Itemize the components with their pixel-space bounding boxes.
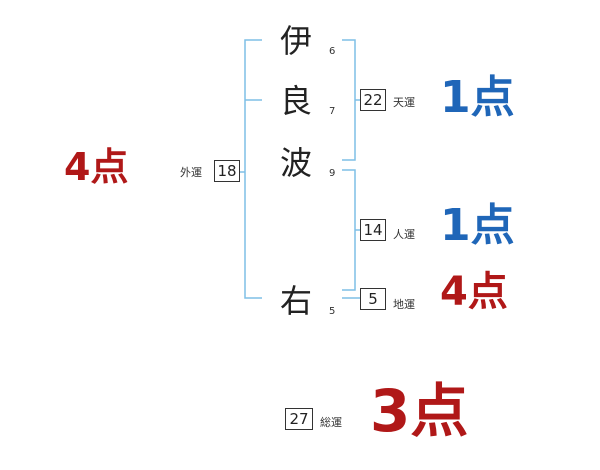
name-char-1: 伊 <box>279 22 312 60</box>
name-char-2: 良 <box>279 82 312 120</box>
gaiun-label: 外運 <box>180 166 202 179</box>
chiun-value-box: 5 <box>360 288 386 310</box>
right-bracket-jin <box>342 169 356 291</box>
left-bracket <box>244 39 262 299</box>
souun-value-box: 27 <box>285 408 313 430</box>
gaiun-score: 4点 <box>64 145 129 189</box>
souun-label: 総運 <box>320 416 342 429</box>
gaiun-value-box: 18 <box>214 160 240 182</box>
chiun-label: 地運 <box>393 298 415 311</box>
stroke-count-3: 9 <box>329 168 336 179</box>
stroke-count-4: 5 <box>329 306 336 317</box>
jinun-value-box: 14 <box>360 219 386 241</box>
tenun-label: 天運 <box>393 96 415 109</box>
name-char-3: 波 <box>279 144 312 182</box>
jinun-label: 人運 <box>393 228 415 241</box>
right-bracket-ten <box>342 39 356 161</box>
souun-score: 3点 <box>370 377 469 445</box>
stroke-count-1: 6 <box>329 46 336 57</box>
stroke-count-2: 7 <box>329 106 336 117</box>
chiun-score: 4点 <box>440 269 508 315</box>
tenun-value-box: 22 <box>360 89 386 111</box>
name-char-4: 右 <box>279 282 312 320</box>
jinun-score: 1点 <box>440 200 515 251</box>
tenun-score: 1点 <box>440 72 515 123</box>
